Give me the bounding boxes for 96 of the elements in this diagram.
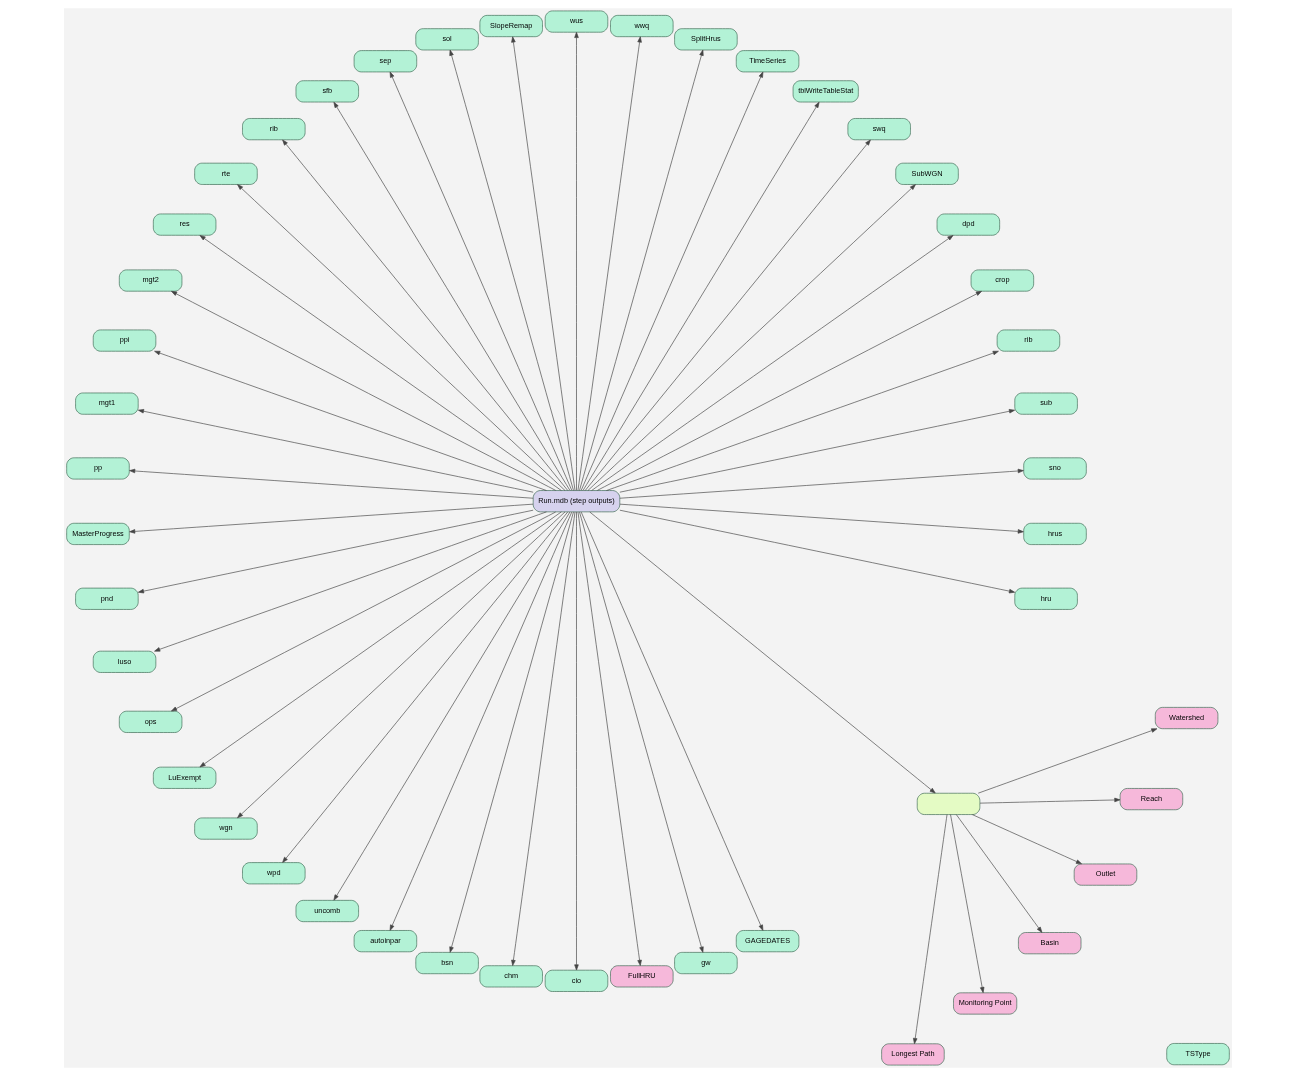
node-box: pnd	[75, 587, 139, 610]
node-box: sep	[353, 50, 418, 73]
node-box: dpd	[936, 213, 1000, 236]
arrow	[389, 511, 573, 931]
arrow	[449, 511, 574, 953]
node-box: autoinpar	[353, 930, 418, 953]
arrow	[979, 797, 1121, 804]
node-box: sno	[1023, 457, 1087, 480]
node-box: rib	[996, 329, 1061, 352]
node-box: swq	[847, 118, 911, 141]
arrow	[237, 511, 566, 819]
arrow	[587, 184, 916, 491]
arrow	[129, 468, 534, 499]
arrow	[154, 511, 547, 652]
node-box: bsn	[415, 952, 479, 975]
arrow	[577, 36, 642, 491]
arrow	[511, 36, 576, 491]
node-box: res	[153, 213, 217, 236]
arrow	[171, 511, 556, 712]
arrow	[574, 511, 579, 971]
node-box: wgn	[194, 817, 258, 840]
arrow	[619, 468, 1024, 499]
node-box: pp	[66, 457, 130, 480]
arrow	[129, 503, 534, 534]
arrow	[580, 71, 764, 491]
arrow	[956, 814, 1043, 933]
arrow	[199, 511, 562, 768]
node-box: LuExempt	[153, 766, 217, 789]
arrow	[282, 511, 569, 863]
arrow	[138, 509, 534, 594]
node-box: Reach	[1119, 788, 1184, 811]
arrow	[580, 511, 764, 931]
arrow	[584, 139, 871, 491]
node-box	[916, 792, 981, 815]
node-box: chm	[479, 965, 543, 988]
node-box: mgt2	[119, 269, 183, 292]
arrow	[449, 49, 574, 491]
arrow	[950, 814, 985, 994]
arrow	[619, 409, 1015, 493]
arrow	[977, 728, 1158, 794]
node-box: Outlet	[1073, 863, 1138, 886]
node-box: GAGEDATES	[735, 930, 800, 953]
node-box: SubWGN	[895, 162, 959, 185]
node-box: rib	[242, 118, 306, 141]
arrow	[282, 139, 569, 491]
arrow	[597, 290, 982, 491]
node-box: sub	[1014, 392, 1078, 415]
node-box: mgt1	[75, 392, 139, 415]
node-box: TSType	[1166, 1043, 1230, 1066]
node-box: sol	[415, 28, 479, 51]
node-box: wwq	[610, 15, 674, 37]
node-box: ops	[119, 710, 183, 733]
arrow	[591, 235, 954, 491]
node-box: Run.mdb (step outputs)	[532, 490, 621, 513]
node-box: hrus	[1023, 522, 1087, 545]
arrow	[913, 814, 948, 1045]
node-box: gw	[674, 952, 738, 975]
arrow	[579, 511, 704, 953]
node-box: Basin	[1018, 932, 1082, 955]
node-box: wpd	[242, 862, 306, 885]
arrow	[606, 350, 999, 491]
arrow	[154, 350, 547, 491]
arrow	[171, 290, 556, 491]
arrow	[971, 814, 1082, 865]
node-box: ppi	[92, 329, 157, 352]
node-box: rte	[194, 162, 258, 185]
arrow	[237, 184, 566, 491]
node-box: Monitoring Point	[953, 992, 1018, 1015]
node-box: Watershed	[1154, 707, 1219, 730]
arrow	[389, 71, 573, 491]
node-box: SplitHrus	[674, 28, 738, 51]
arrow	[138, 409, 534, 493]
node-box: wus	[544, 10, 609, 33]
arrow	[619, 509, 1015, 594]
node-box: crop	[970, 269, 1034, 292]
arrow	[579, 49, 704, 491]
node-box: TimeSeries	[735, 50, 800, 73]
arrow	[333, 511, 571, 901]
node-box: tblWriteTableStat	[792, 80, 859, 103]
arrow	[511, 511, 576, 966]
node-box: cio	[544, 969, 609, 992]
arrow	[333, 101, 571, 491]
arrow	[199, 235, 562, 491]
arrow	[574, 31, 579, 491]
arrow	[589, 511, 936, 794]
node-box: sfb	[295, 80, 359, 103]
node-box: MasterProgress	[66, 522, 130, 545]
node-box: uncomb	[295, 900, 359, 922]
node-box: SlopeRemap	[479, 15, 543, 37]
node-box: Longest Path	[881, 1043, 945, 1066]
node-box: luso	[92, 650, 157, 673]
arrow	[619, 503, 1024, 534]
arrow	[577, 511, 642, 966]
node-box: hru	[1014, 587, 1078, 610]
node-box: FullHRU	[610, 965, 674, 988]
arrow	[582, 101, 820, 491]
